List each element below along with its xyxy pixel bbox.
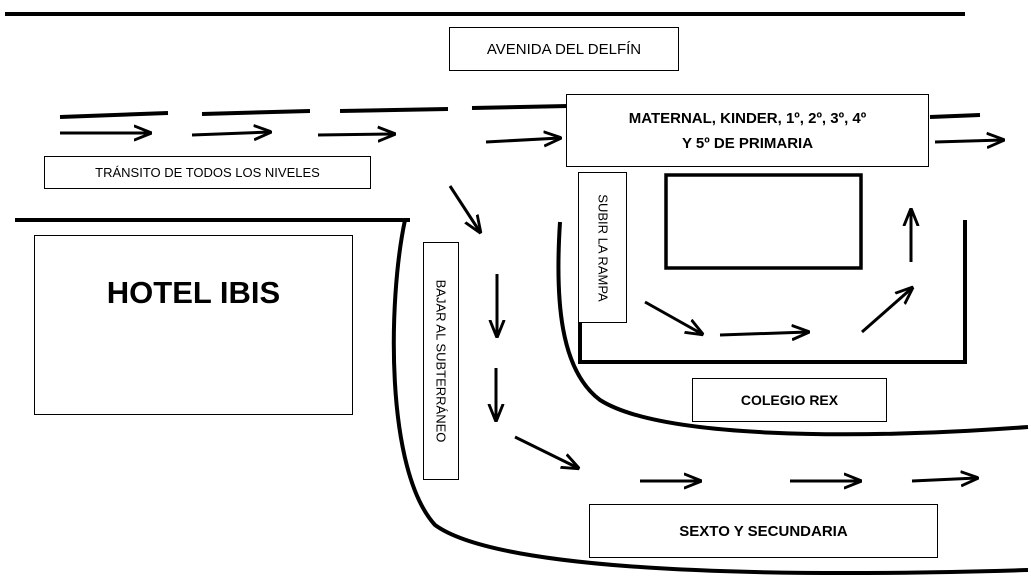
school-yard-edge [578, 220, 967, 364]
traffic-label-text: TRÁNSITO DE TODOS LOS NIVELES [95, 165, 320, 180]
right-arrow-icon [719, 332, 808, 335]
lane-divider-dash [929, 113, 981, 119]
diagonal-up-arrow-icon [861, 288, 912, 334]
primary-label-line1: MATERNAL, KINDER, 1º, 2º, 3º, 4º [628, 109, 867, 127]
ramp-up-label: SUBIR LA RAMPA [578, 172, 627, 323]
inner-ramp-curve [556, 221, 1029, 437]
ramp-down-label: BAJAR AL SUBTERRÁNEO [423, 242, 459, 480]
school-building [664, 173, 863, 270]
right-arrow-icon [911, 478, 977, 481]
school-label: COLEGIO REX [692, 378, 887, 422]
primary-label-line2: Y 5º DE PRIMARIA [681, 134, 814, 152]
primary-label: MATERNAL, KINDER, 1º, 2º, 3º, 4º Y 5º DE… [566, 94, 929, 167]
hotel-label: HOTEL IBIS [106, 275, 281, 310]
lane-divider-dash [339, 107, 449, 113]
traffic-label: TRÁNSITO DE TODOS LOS NIVELES [44, 156, 371, 189]
diagonal-down-arrow-icon [448, 185, 480, 232]
lane-divider-dash [201, 109, 311, 116]
outer-road-curve [391, 219, 1029, 575]
ramp-down-label-text: BAJAR AL SUBTERRÁNEO [433, 279, 449, 443]
right-arrow-icon [191, 132, 270, 135]
secondary-label-text: SEXTO Y SECUNDARIA [679, 522, 848, 540]
lane-divider-dash [471, 104, 569, 110]
school-label-text: COLEGIO REX [740, 392, 839, 408]
ramp-up-label-text: SUBIR LA RAMPA [595, 193, 610, 302]
right-arrow-icon [934, 140, 1003, 142]
diagonal-down-arrow-icon [514, 435, 578, 468]
secondary-label: SEXTO Y SECUNDARIA [589, 504, 938, 558]
right-arrow-icon [317, 134, 394, 135]
lane-divider-dash [59, 111, 169, 119]
diagonal-down-arrow-icon [644, 300, 702, 334]
avenue-label-text: AVENIDA DEL DELFÍN [486, 40, 642, 58]
right-arrow-icon [485, 138, 560, 142]
hotel-block: HOTEL IBIS [34, 235, 353, 415]
avenue-label: AVENIDA DEL DELFÍN [449, 27, 679, 71]
